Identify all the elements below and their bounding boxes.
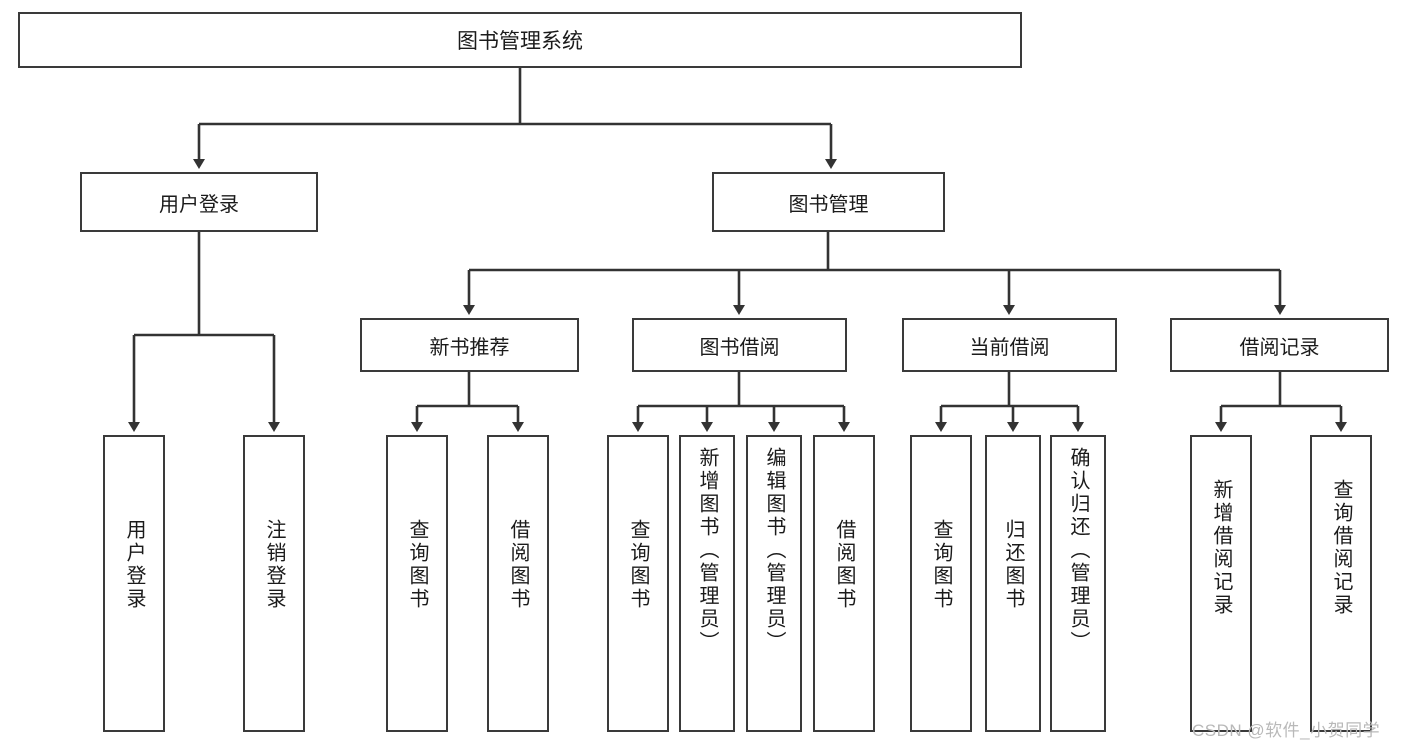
node-leaf-query-book-3-label: 查询图书	[930, 519, 952, 611]
node-leaf-borrow-book-1[interactable]: 借阅图书	[487, 435, 549, 732]
node-leaf-add-book-label: 新增图书（管理员）	[696, 447, 718, 654]
node-leaf-add-record[interactable]: 新增借阅记录	[1190, 435, 1252, 732]
node-leaf-query-record-label: 查询借阅记录	[1330, 479, 1352, 617]
node-leaf-logout[interactable]: 注销登录	[243, 435, 305, 732]
node-leaf-borrow-book-2-label: 借阅图书	[833, 519, 855, 611]
node-root[interactable]: 图书管理系统	[18, 12, 1022, 68]
csdn-watermark: CSDN @软件_小贺同学	[1192, 721, 1381, 740]
node-new-book-recommend[interactable]: 新书推荐	[360, 318, 579, 372]
node-book-manage-label: 图书管理	[788, 193, 869, 216]
node-leaf-user-login-label: 用户登录	[123, 519, 145, 611]
node-leaf-add-record-label: 新增借阅记录	[1210, 479, 1232, 617]
node-current-borrow-label: 当前借阅	[969, 336, 1050, 359]
node-borrow-record-label: 借阅记录	[1239, 336, 1320, 359]
node-leaf-borrow-book-1-label: 借阅图书	[507, 519, 529, 611]
node-leaf-borrow-book-2[interactable]: 借阅图书	[813, 435, 875, 732]
node-leaf-return-book-label: 归还图书	[1002, 519, 1024, 611]
node-leaf-query-book-1[interactable]: 查询图书	[386, 435, 448, 732]
node-user-login[interactable]: 用户登录	[80, 172, 318, 232]
node-borrow-record[interactable]: 借阅记录	[1170, 318, 1389, 372]
node-leaf-query-book-2-label: 查询图书	[627, 519, 649, 611]
node-leaf-query-book-3[interactable]: 查询图书	[910, 435, 972, 732]
node-user-login-label: 用户登录	[159, 193, 239, 216]
node-leaf-query-book-2[interactable]: 查询图书	[607, 435, 669, 732]
node-leaf-edit-book[interactable]: 编辑图书（管理员）	[746, 435, 802, 732]
node-leaf-query-book-1-label: 查询图书	[406, 519, 428, 611]
node-new-book-recommend-label: 新书推荐	[429, 336, 510, 359]
node-leaf-return-book[interactable]: 归还图书	[985, 435, 1041, 732]
node-leaf-edit-book-label: 编辑图书（管理员）	[763, 447, 785, 654]
node-leaf-confirm-return-label: 确认归还（管理员）	[1067, 447, 1089, 654]
node-leaf-logout-label: 注销登录	[263, 519, 285, 611]
node-leaf-user-login[interactable]: 用户登录	[103, 435, 165, 732]
node-current-borrow[interactable]: 当前借阅	[902, 318, 1117, 372]
node-book-borrow-label: 图书借阅	[699, 336, 780, 359]
node-root-label: 图书管理系统	[457, 30, 583, 53]
node-leaf-query-record[interactable]: 查询借阅记录	[1310, 435, 1372, 732]
node-leaf-confirm-return[interactable]: 确认归还（管理员）	[1050, 435, 1106, 732]
node-leaf-add-book[interactable]: 新增图书（管理员）	[679, 435, 735, 732]
node-book-manage[interactable]: 图书管理	[712, 172, 945, 232]
node-book-borrow[interactable]: 图书借阅	[632, 318, 847, 372]
